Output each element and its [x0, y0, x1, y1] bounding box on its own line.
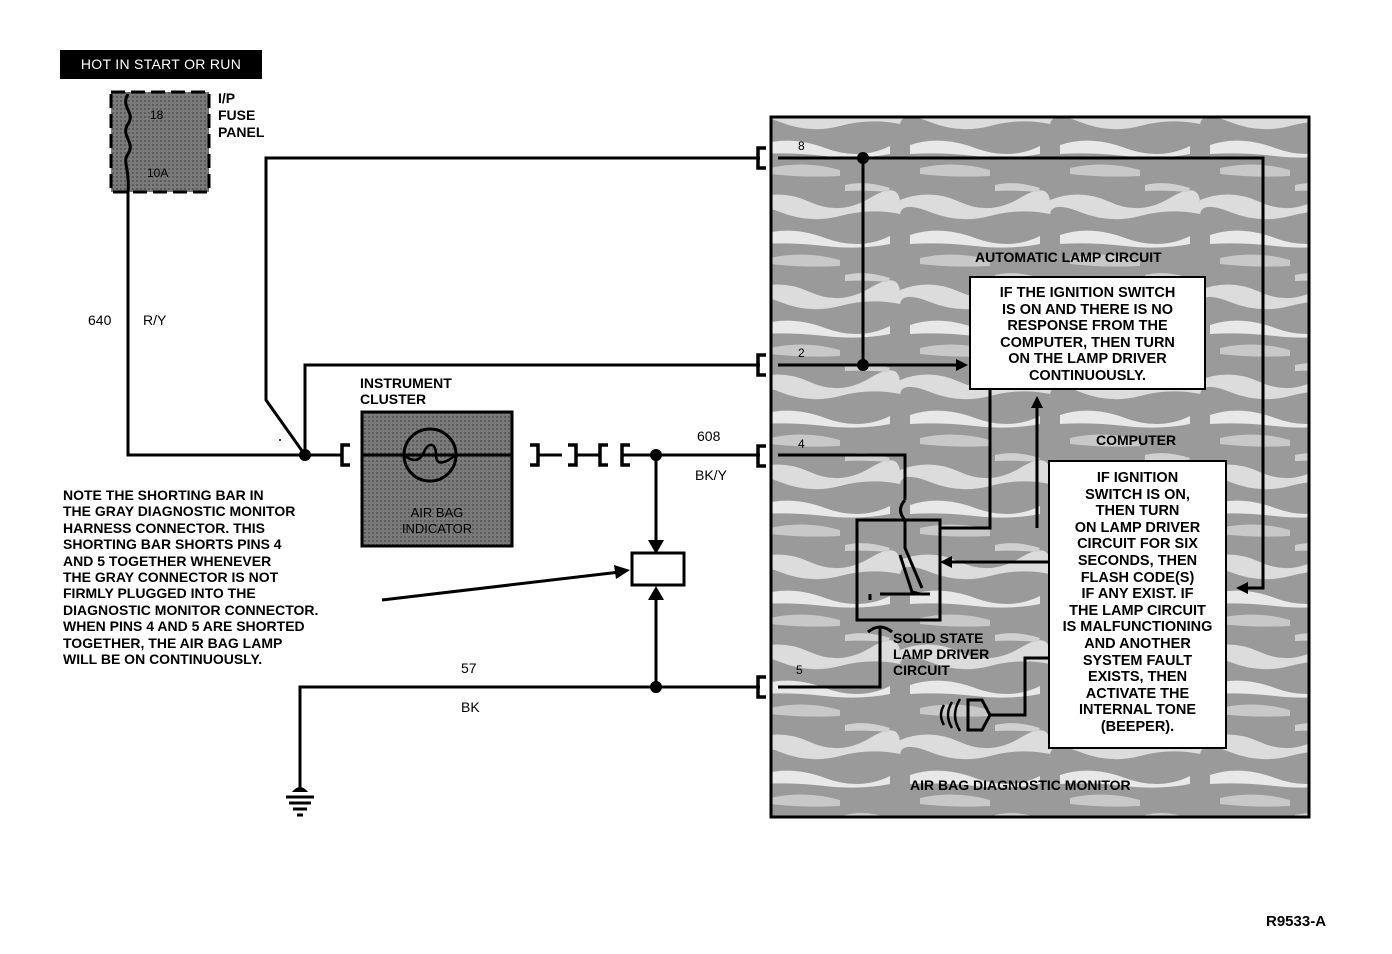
driver-label-2: LAMP DRIVER [893, 646, 989, 662]
computer-line: EXISTS, THEN [1087, 669, 1188, 686]
arrow-up-auto-lamp [1031, 396, 1043, 408]
computer-line: FLASH CODE(S) [1080, 569, 1195, 586]
computer-line: SYSTEM FAULT [1082, 652, 1193, 669]
shorting-bar-note: NOTE THE SHORTING BAR IN THE GRAY DIAGNO… [63, 487, 373, 667]
computer-line: IF IGNITION [1096, 470, 1179, 486]
lamp-filament [403, 443, 457, 464]
auto-lamp-text-box: IF THE IGNITION SWITCH IS ON AND THERE I… [969, 276, 1206, 390]
wire-pin8 [264, 156, 760, 456]
auto-lamp-line: ON THE LAMP DRIVER [1008, 351, 1167, 368]
fuse-panel-label-2: FUSE [218, 107, 255, 123]
fuse-panel-label-3: PANEL [218, 124, 265, 140]
fuse-panel-label-1: I/P [218, 90, 235, 106]
monitor-splice-pin2 [857, 359, 869, 371]
auto-lamp-line: CONTINUOUSLY. [1028, 367, 1147, 384]
cluster-connector-right [530, 443, 540, 467]
computer-line: IF ANY EXIST. IF [1081, 586, 1194, 603]
fuse-element [124, 93, 132, 193]
shorting-bar [630, 551, 686, 587]
note-line: SHORTING BAR SHORTS PINS 4 [63, 536, 282, 553]
monitor-body [769, 115, 1311, 819]
auto-lamp-title: AUTOMATIC LAMP CIRCUIT [975, 249, 1162, 265]
monitor-wire-pin5 [778, 628, 882, 689]
wire-57-color: BK [461, 699, 480, 715]
lamp-label-2: INDICATOR [402, 521, 472, 536]
connector-pin8 [756, 146, 766, 170]
inline-connector-b [598, 443, 608, 467]
wire-pin2 [303, 363, 760, 455]
wire-608-color: BK/Y [695, 467, 728, 483]
note-line: FIRMLY PLUGGED INTO THE [63, 585, 256, 602]
pin-4-label: 4 [798, 437, 805, 451]
pin-8-label: 8 [798, 139, 805, 153]
computer-line: CIRCUIT FOR SIX [1077, 536, 1198, 553]
note-line: AND 5 TOGETHER WHENEVER [63, 552, 272, 569]
note-pointer [381, 570, 621, 602]
cluster-title-2: CLUSTER [360, 391, 426, 407]
auto-lamp-line: IF THE IGNITION SWITCH [999, 285, 1176, 301]
splice-57 [650, 681, 662, 693]
monitor-wire-pin4 [778, 453, 907, 500]
note-line: HARNESS CONNECTOR. THIS [63, 519, 265, 536]
arrow-to-auto-lamp [956, 359, 968, 371]
wire-640 [126, 192, 305, 457]
shorting-arrow-down [648, 540, 664, 554]
splice-dot [299, 449, 311, 461]
hot-in-start-or-run-label: HOT IN START OR RUN [60, 50, 262, 79]
computer-line: SECONDS, THEN [1077, 552, 1198, 569]
computer-line: INTERNAL TONE [1078, 702, 1197, 719]
computer-line: THE LAMP CIRCUIT [1069, 602, 1206, 619]
note-line: WHEN PINS 4 AND 5 ARE SHORTED [63, 618, 305, 635]
auto-lamp-line: IS ON AND THERE IS NO [1001, 301, 1174, 318]
wire-57-circuit: 57 [461, 660, 477, 676]
beeper-wire [990, 656, 1048, 717]
note-line: NOTE THE SHORTING BAR IN [63, 487, 264, 503]
arrow-to-driver [940, 556, 952, 568]
note-pointer-head [614, 565, 630, 579]
monitor-wire-pin8 [778, 156, 1265, 590]
note-line: TOGETHER, THE AIR BAG LAMP [63, 634, 283, 651]
computer-line: ON LAMP DRIVER [1074, 519, 1201, 536]
computer-line: (BEEPER). [1100, 718, 1175, 735]
computer-line: THEN TURN [1095, 503, 1180, 520]
note-line: DIAGNOSTIC MONITOR CONNECTOR. [63, 601, 319, 618]
note-line: THE GRAY DIAGNOSTIC MONITOR [63, 503, 296, 520]
ground-symbol [286, 787, 314, 817]
note-line: THE GRAY CONNECTOR IS NOT [63, 569, 279, 586]
auto-lamp-to-driver [940, 390, 992, 530]
wire-640-color: R/Y [143, 312, 167, 328]
computer-line: AND ANOTHER [1084, 635, 1191, 652]
computer-line: SWITCH IS ON, [1085, 486, 1190, 503]
wire-608-circuit: 608 [697, 428, 721, 444]
beeper-icon [939, 698, 992, 732]
wire-57 [298, 685, 760, 790]
arrow-to-computer [1236, 582, 1248, 594]
driver-connector-bottom [867, 625, 893, 634]
figure-code: R9533-A [1266, 913, 1326, 930]
inline-connector-a [568, 443, 578, 467]
fuse-rating: 10A [147, 166, 168, 180]
auto-lamp-line: COMPUTER, THEN TURN [1000, 334, 1175, 351]
note-line: WILL BE ON CONTINUOUSLY. [63, 651, 263, 668]
driver-label-3: CIRCUIT [893, 662, 950, 678]
computer-line: ACTIVATE THE [1085, 685, 1190, 702]
computer-text-box: IF IGNITION SWITCH IS ON, THEN TURN ON L… [1048, 460, 1227, 749]
wire-640-circuit: 640 [88, 312, 112, 328]
fuse-number: 18 [150, 108, 164, 122]
pin-5-label: 5 [796, 663, 803, 677]
lamp-label-1: AIR BAG [411, 505, 464, 520]
connector-pin2 [756, 353, 766, 377]
monitor-title: AIR BAG DIAGNOSTIC MONITOR [910, 777, 1131, 793]
stray-dot [279, 439, 281, 441]
computer-line: IS MALFUNCTIONING [1062, 619, 1213, 636]
lamp-driver-box [855, 518, 942, 622]
computer-title: COMPUTER [1096, 432, 1176, 448]
driver-transistor [868, 498, 930, 600]
auto-lamp-line: RESPONSE FROM THE [1007, 318, 1168, 335]
driver-label-1: SOLID STATE [893, 630, 983, 646]
cluster-connector-left [340, 443, 350, 467]
pin-2-label: 2 [798, 346, 805, 360]
cluster-title-1: INSTRUMENT [360, 375, 452, 391]
